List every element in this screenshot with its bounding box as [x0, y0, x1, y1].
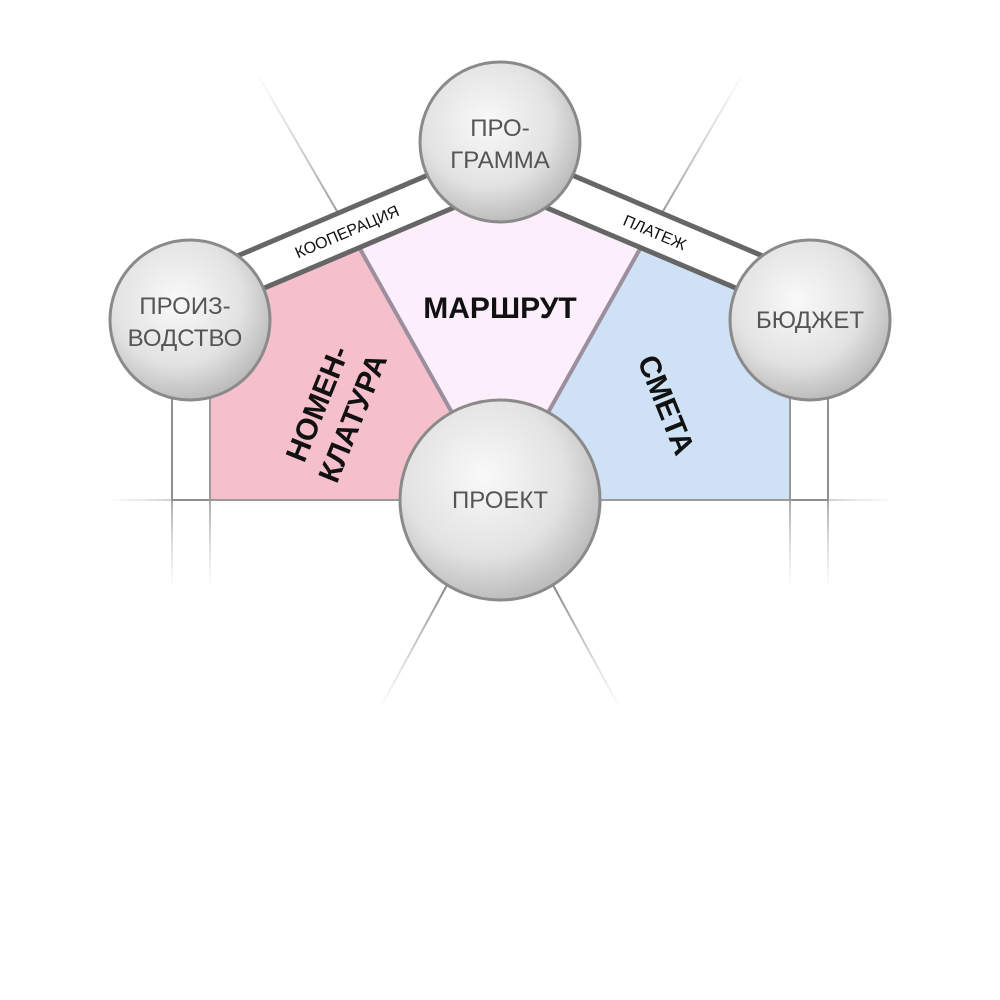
program-label-line2: ГРАММА	[450, 147, 549, 174]
guide-lines	[105, 69, 895, 713]
node-program: ПРО- ГРАММА	[418, 60, 582, 224]
node-budget: БЮДЖЕТ	[728, 238, 892, 402]
budget-sphere	[728, 238, 892, 402]
divider-right	[543, 239, 647, 419]
program-label-line1: ПРО-	[470, 115, 529, 142]
project-sphere	[398, 398, 602, 602]
production-label-line2: ВОДСТВО	[128, 325, 243, 352]
guide-line-upper-right	[654, 69, 746, 226]
guide-line-lower-left	[377, 584, 448, 713]
guide-line-lower-right	[552, 584, 623, 713]
divider-left	[353, 239, 457, 419]
program-sphere	[418, 60, 582, 224]
node-production: ПРОИЗ- ВОДСТВО	[108, 238, 272, 402]
node-project: ПРОЕКТ	[398, 398, 602, 602]
right-pillar	[789, 394, 829, 501]
budget-label: БЮДЖЕТ	[756, 307, 864, 334]
regions	[209, 204, 791, 501]
project-label: ПРОЕКТ	[452, 487, 548, 514]
route-label: МАРШРУТ	[423, 292, 576, 325]
guide-line-upper-left	[254, 69, 346, 226]
left-pillar	[171, 394, 211, 501]
production-label-line1: ПРОИЗ-	[139, 293, 230, 320]
dividers	[353, 239, 647, 419]
production-sphere	[108, 238, 272, 402]
